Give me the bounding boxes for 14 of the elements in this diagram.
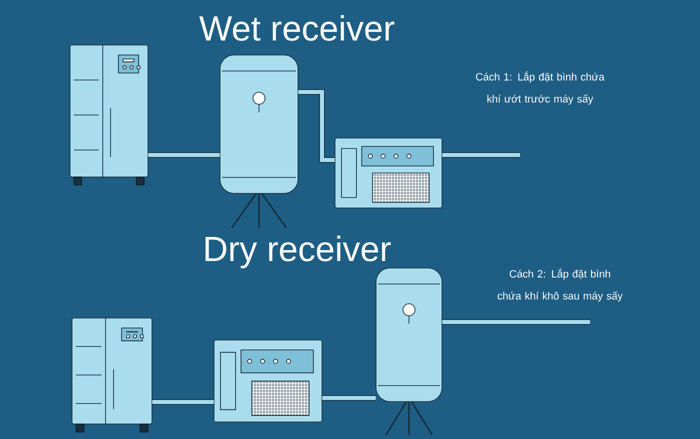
pipe — [148, 152, 220, 158]
air-receiver-tank-drawing — [220, 54, 298, 228]
note-text: Cách 2: Lắp đặt bình chứa khí khô sau máy sấy — [498, 268, 623, 302]
air-receiver-tank-drawing — [376, 268, 442, 436]
section-heading: Dry receiver — [206, 236, 391, 268]
section-heading: Wet receiver — [199, 15, 394, 41]
note-text: Cách 1: Lắp đặt bình chứa khí ướt trước máy sấy — [476, 71, 604, 105]
air-dryer-drawing — [214, 340, 322, 422]
pipe — [298, 89, 335, 163]
pipe — [322, 395, 376, 401]
pipe — [152, 399, 214, 405]
air-compressor-drawing — [72, 318, 152, 432]
air-dryer-drawing — [334, 138, 442, 208]
air-compressor-drawing — [70, 44, 148, 186]
